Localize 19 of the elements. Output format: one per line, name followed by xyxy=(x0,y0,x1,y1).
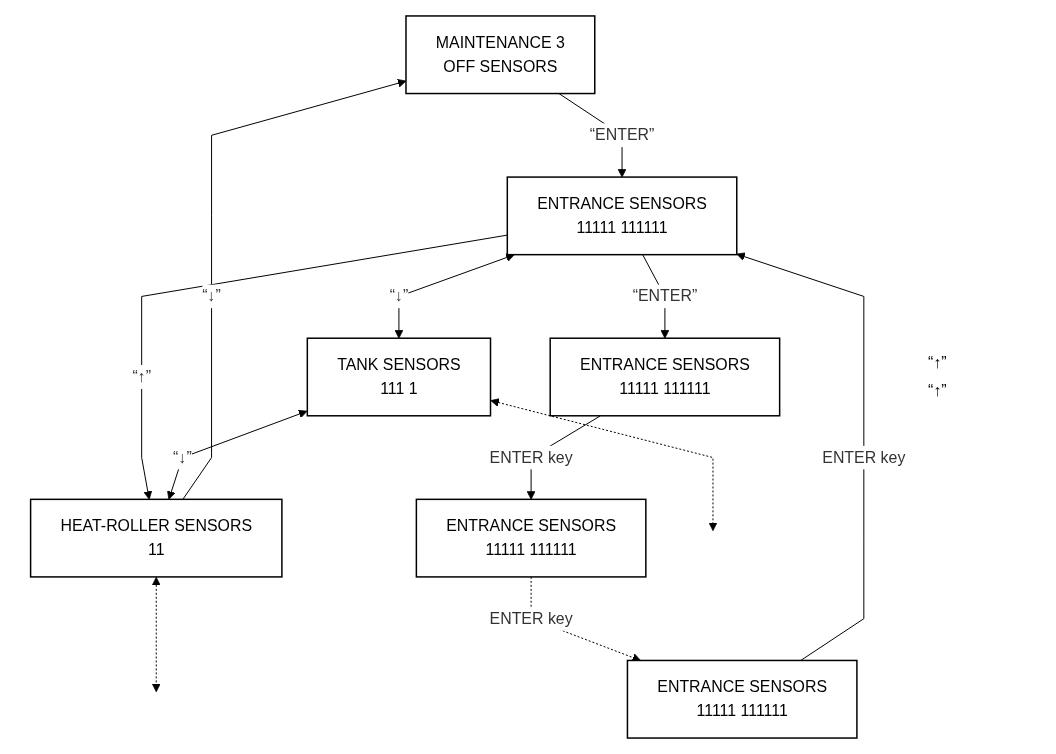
key-label: “↑” xyxy=(928,382,948,400)
node-box: HEAT-ROLLER SENSORS 11 xyxy=(29,498,283,578)
edge-label: “↓” xyxy=(202,287,221,305)
edge-label: ENTER key xyxy=(489,448,573,466)
node-box: TANK SENSORS 111 1 xyxy=(306,337,492,417)
key-label: “↑” xyxy=(928,354,948,372)
edge-label: “ENTER” xyxy=(589,126,655,144)
edge-label: ENTER key xyxy=(822,448,906,466)
edge-label: “↑” xyxy=(132,368,151,385)
edge-label: “ENTER” xyxy=(632,287,698,305)
node-box: ENTRANCE SENSORS 11111 111111 xyxy=(506,176,738,256)
edge-label: “↓” xyxy=(389,287,409,305)
arrow xyxy=(167,409,308,500)
node-box: ENTRANCE SENSORS 11111 111111 xyxy=(415,498,647,578)
node-box: MAINTENANCE 3 OFF SENSORS xyxy=(405,15,596,95)
edge-label: ENTER key xyxy=(489,609,573,627)
edge-label: “↓” xyxy=(173,448,192,466)
node-box: ENTRANCE SENSORS 11111 111111 xyxy=(549,337,781,417)
node-box: ENTRANCE SENSORS 11111 111111 xyxy=(626,659,858,739)
